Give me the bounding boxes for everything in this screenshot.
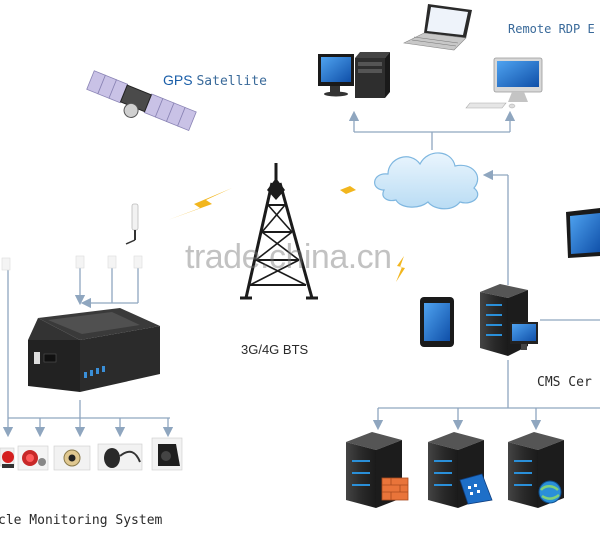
cloud-icon <box>374 152 479 210</box>
microphone-icon <box>97 443 143 471</box>
imac-icon <box>465 57 543 109</box>
camera-icon <box>53 445 91 471</box>
firewall-icon <box>381 477 409 501</box>
tower-icon <box>240 163 318 300</box>
server-icon <box>480 284 538 356</box>
gps-word: GPS <box>163 72 193 88</box>
globe-icon <box>538 480 562 504</box>
network-switch-icon <box>459 473 493 505</box>
mdvr-icon <box>28 308 160 392</box>
tablet-icon <box>420 297 454 347</box>
monitor-fragment-icon <box>566 208 600 258</box>
cms-center-label: CMS Cer <box>537 375 592 390</box>
remote-rdp-label: Remote RDP E <box>508 22 595 36</box>
panic-button-icon <box>17 445 49 471</box>
gps-satellite-label: GPS Satellite <box>163 72 267 89</box>
watermark: trade.china.cn <box>185 238 392 276</box>
lightning-icon <box>168 176 405 282</box>
camera-icon <box>151 437 183 471</box>
vehicle-monitoring-label: cle Monitoring System <box>0 513 163 528</box>
gps-satellite-icon <box>86 70 197 132</box>
alarm-light-icon <box>0 447 15 468</box>
server-icon <box>508 432 564 508</box>
desktop-pc-icon <box>318 52 390 98</box>
bts-label: 3G/4G BTS <box>241 342 309 357</box>
antenna-icon <box>1 203 143 271</box>
laptop-icon <box>403 4 472 51</box>
connector-lines <box>2 110 600 438</box>
satellite-word: Satellite <box>196 74 267 89</box>
